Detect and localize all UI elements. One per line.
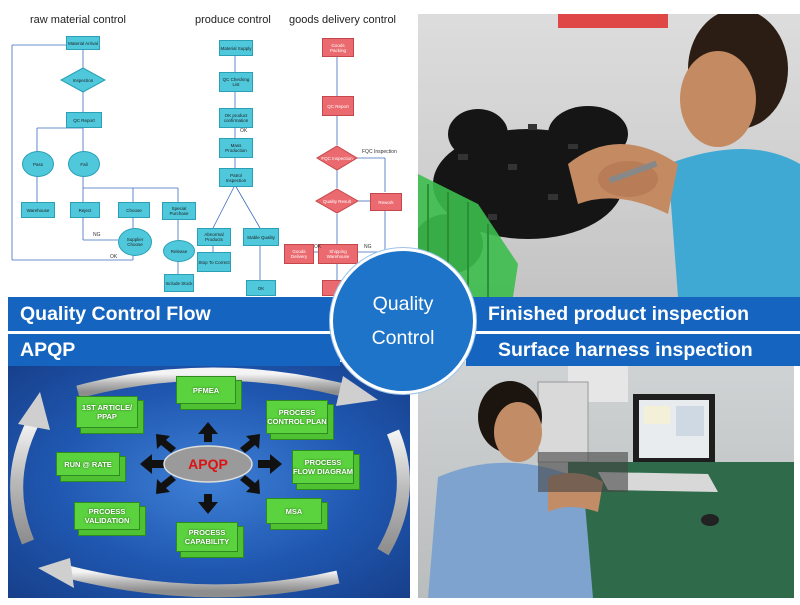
apqp-msa: MSA	[266, 498, 328, 530]
apqp-diagram: APQP PFMEA 1ST ARTICLE/ PPAP PROCESS CON…	[8, 362, 410, 598]
apqp-process-capability: PROCESS CAPABILITY	[176, 522, 244, 558]
node-pass: Pass	[22, 151, 54, 177]
label-fqc-inspection: FQC Inspection	[362, 149, 397, 155]
harness-photo-scene	[428, 362, 794, 598]
apqp-pfmea: PFMEA	[176, 376, 242, 410]
label-delivery-ok: OK	[314, 244, 322, 250]
banner-apqp: APQP	[8, 334, 340, 366]
node-abnormal-products: Abnormal Products	[197, 228, 231, 246]
node-goods-packing: Goods Packing	[322, 38, 354, 57]
node-fqc-inspection: FQC Inspection	[321, 155, 353, 161]
node-material-arrival: Material Arrival	[66, 36, 100, 50]
flowchart-connectors	[11, 44, 386, 282]
apqp-cycle-arrows	[10, 367, 410, 598]
node-produce-ok: OK	[246, 280, 276, 296]
node-patrol-inspection: Patrol Inspection	[219, 168, 253, 187]
node-special-purchase: Special Purchase	[162, 202, 196, 220]
circle-line-2: Control	[371, 327, 435, 349]
node-quality-result-diamond	[315, 188, 359, 214]
node-include-stock: Include Stock	[164, 274, 194, 292]
inspection-photo-scene	[418, 14, 800, 297]
node-qc-report: QC Report	[66, 112, 102, 128]
apqp-first-article-ppap: 1ST ARTICLE/ PPAP	[76, 396, 144, 434]
node-choose: Choose	[118, 202, 150, 218]
surface-harness-inspection-photo	[418, 362, 794, 598]
banner-finished-product-inspection: Finished product inspection	[466, 297, 800, 331]
node-material-supply: Material Supply	[219, 40, 253, 56]
node-rework: Rework	[370, 193, 402, 211]
node-quality-result: Quality Result	[322, 198, 351, 204]
node-fqc-diamond	[316, 145, 358, 171]
header-goods-delivery-control: goods delivery control	[289, 14, 397, 26]
node-inspection-diamond	[60, 67, 106, 93]
apqp-center-label: APQP	[188, 456, 228, 472]
finished-product-inspection-photo	[418, 14, 800, 297]
node-qc-checking-list: QC Checking List	[219, 72, 253, 92]
node-inspection: Inspection	[72, 77, 94, 83]
circle-line-1: Quality	[372, 293, 434, 315]
node-shipping-warehouse: Shipping Warehouse	[318, 244, 358, 264]
node-stable-quality: Stable Quality	[243, 228, 279, 246]
banner-surface-harness-inspection: Surface harness inspection	[466, 334, 800, 366]
node-supplier-choose: Supplier Choose	[118, 228, 152, 256]
node-goods-delivery: Goods Delivery	[284, 244, 314, 264]
apqp-process-flow-diagram: PROCESS FLOW DIAGRAM	[292, 450, 360, 490]
banner-quality-control-flow: Quality Control Flow	[8, 297, 340, 331]
node-warehouse: Warehouse	[21, 202, 55, 218]
quality-control-flowchart: raw material control produce control goo…	[0, 0, 418, 297]
label-ng: NG	[93, 232, 101, 238]
node-delivery-qc-report: QC Report	[322, 96, 354, 116]
node-mass-production: Mass Production	[219, 138, 253, 158]
label-ok: OK	[110, 254, 118, 260]
node-release: Release	[163, 240, 195, 262]
node-reject: Reject	[70, 202, 100, 218]
apqp-process-validation: PRCOESS VALIDATION	[74, 502, 146, 536]
node-fail: Fail	[68, 151, 100, 177]
node-ok-confirmation: OK product confirmation	[219, 108, 253, 128]
apqp-process-control-plan: PROCESS CONTROL PLAN	[266, 400, 334, 440]
apqp-run-at-rate: RUN @ RATE	[56, 452, 126, 482]
label-delivery-ng: NG	[364, 244, 372, 250]
node-stop-to-correct: Stop To Correct	[197, 252, 231, 272]
header-produce-control: produce control	[195, 14, 271, 26]
label-produce-ok: OK	[240, 128, 248, 134]
quality-control-circle: Quality Control	[330, 248, 476, 394]
header-raw-material-control: raw material control	[30, 14, 126, 26]
